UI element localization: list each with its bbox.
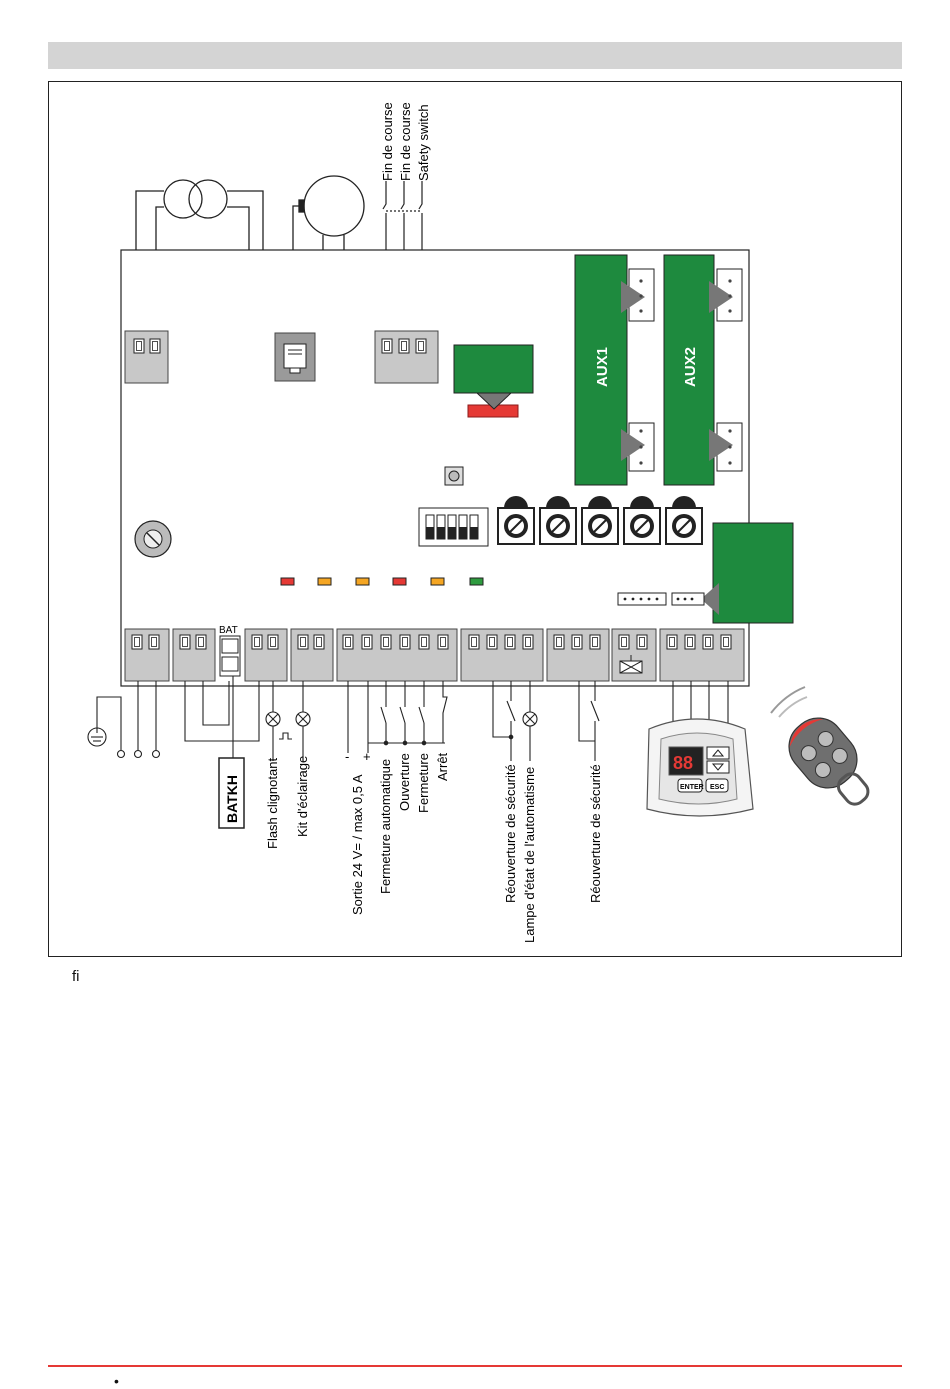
figure-caption: fi [72,968,80,985]
bat-connector [220,636,240,676]
terminal-block-programmer [660,629,744,681]
terminal-block-inputs [337,629,457,681]
terminal-block-battery [173,629,215,681]
wiring-diagram: Fin de course Fin de course Safety switc… [49,82,903,958]
plus-label: + [363,749,371,764]
light-kit-icon [296,681,310,761]
minus-label: - [345,749,349,764]
reopen-1-label: Réouverture de sécurité [503,764,518,903]
led-3 [356,578,369,585]
batkh-label: BATKH [224,775,240,823]
safety-switch-label: Safety switch [416,104,431,181]
battery-wiring [185,676,259,758]
led-2 [318,578,331,585]
remote-control-icon [771,687,884,818]
led-5 [431,578,444,585]
terminal-block-safety-2 [547,629,609,681]
programmer-device [647,719,753,816]
closing-label: Fermeture [416,753,431,813]
opening-label: Ouverture [397,753,412,811]
limit-label-1: Fin de course [380,102,395,181]
status-lamp-label: Lampe d'état de l'automatisme [522,767,537,943]
esc-button-label: ESC [710,784,724,791]
limit-label-2: Fin de course [398,102,413,181]
header-bar [48,42,902,69]
limit-switch-connector [375,331,438,383]
led-6 [470,578,483,585]
terminal-block-light [291,629,333,681]
terminal-block-safety-1 [461,629,543,681]
aux2-label: AUX2 [682,347,699,387]
bat-label: BAT [219,625,238,636]
safety-wiring-1 [493,681,537,761]
expansion-module [701,523,793,623]
terminal-block-power [125,629,169,681]
led-1 [281,578,294,585]
footer-line [48,1365,902,1367]
push-button [445,467,463,485]
aux1-label: AUX1 [594,347,611,387]
output-24v-label: Sortie 24 V= / max 0,5 A [350,774,365,915]
encoder-connector [275,333,315,381]
enter-button-label: ENTER [680,784,704,791]
programmer-wiring [673,681,728,725]
input-wiring [348,681,447,753]
terminal-block-antenna [612,629,656,681]
safety-wiring-2 [579,681,599,761]
flash-label: Flash clignotant [265,758,280,849]
diagram-frame: Fin de course Fin de course Safety switc… [48,81,902,957]
terminal-block-flash [245,629,287,681]
led-4 [393,578,406,585]
programmer-display: 88 [673,753,693,773]
reopen-2-label: Réouverture de sécurité [588,764,603,903]
auto-close-label: Fermeture automatique [378,759,393,894]
ground-wiring [88,681,160,758]
flash-lamp-icon [266,681,292,761]
dip-switch [419,508,488,546]
transformer-connector [125,331,168,383]
control-board [121,250,749,686]
stop-label: Arrêt [435,752,450,781]
fuse-holder-icon [135,521,171,557]
light-kit-label: Kit d'éclairage [295,756,310,837]
pin-header [618,593,704,605]
